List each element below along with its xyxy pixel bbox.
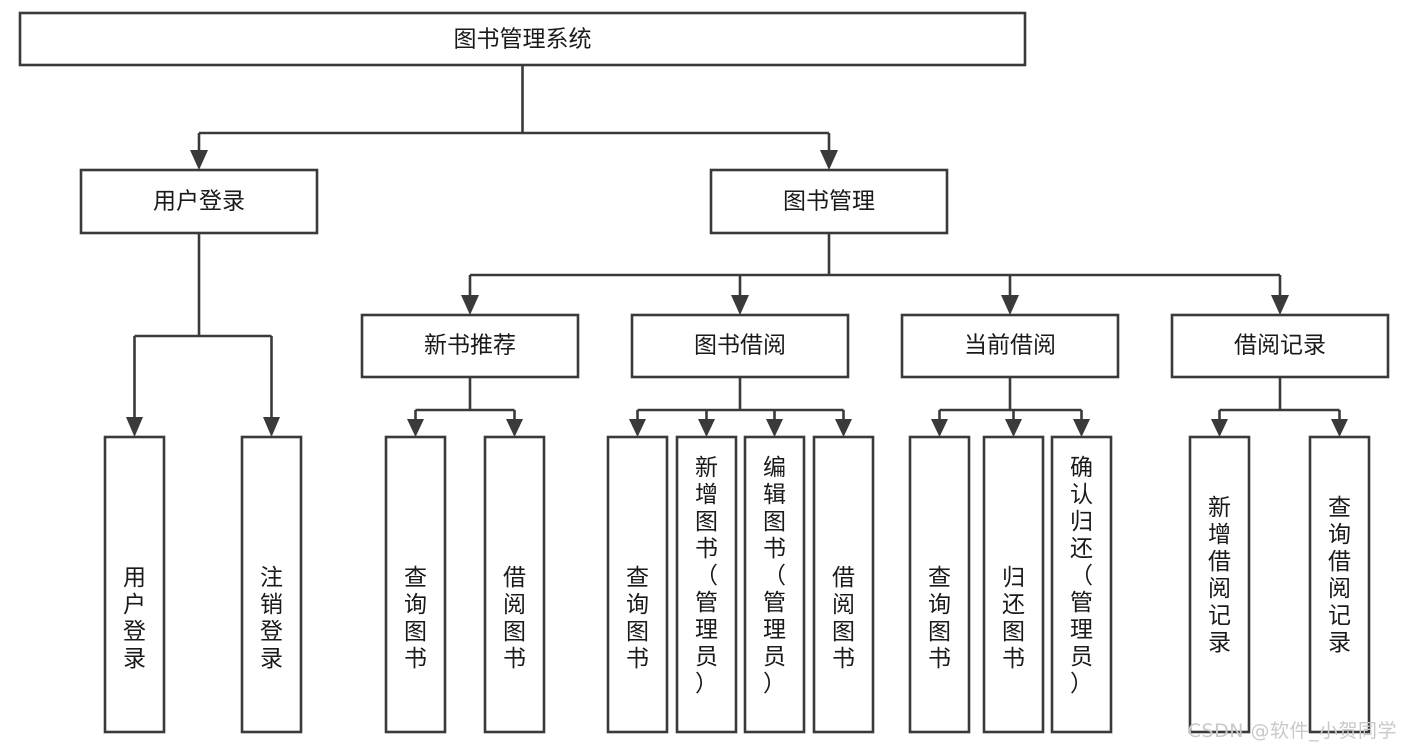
node-leaf-add-book-admin-label: 新增图书（管理员） (695, 455, 718, 697)
node-leaf-add-book-admin-box[interactable] (675, 435, 738, 734)
connector-group-current-borrow (931, 377, 1090, 437)
arrow-head-user-login (190, 150, 208, 170)
connector-group-book-mgmt (461, 233, 1289, 315)
node-leaf-query-book-2-box[interactable] (606, 435, 669, 734)
node-leaf-query-borrow-record-box[interactable] (1308, 435, 1371, 734)
node-leaf-return-book-box[interactable] (982, 435, 1045, 734)
node-user-login-label: 用户登录 (153, 189, 245, 215)
node-leaf-borrow-book-2[interactable]: 借阅图书 (812, 435, 875, 734)
arrow-head-book-mgmt (820, 150, 838, 170)
node-leaf-query-borrow-record[interactable]: 查询借阅记录 (1308, 435, 1371, 734)
csdn-watermark: CSDN @软件_小贺同学 (1187, 720, 1397, 742)
node-leaf-user-login-box[interactable] (103, 435, 166, 734)
node-borrow-record[interactable]: 借阅记录 (1170, 313, 1390, 379)
node-book-management-box[interactable] (709, 168, 949, 235)
node-leaf-borrow-book-1[interactable]: 借阅图书 (483, 435, 546, 734)
arrow-head-new-book-rec (461, 295, 479, 315)
node-leaf-logout[interactable]: 注销登录 (240, 435, 303, 734)
node-leaf-query-book-1-label: 查询图书 (404, 565, 427, 672)
node-leaf-logout-label: 注销登录 (260, 565, 283, 672)
node-leaf-user-login[interactable]: 用户登录 (103, 435, 166, 734)
connector-group-root (190, 65, 838, 170)
node-leaf-edit-book-admin-label: 编辑图书（管理员） (763, 455, 786, 697)
node-leaf-borrow-book-1-label: 借阅图书 (503, 565, 526, 672)
arrow-head-cb-leaf1 (931, 419, 948, 437)
node-root-label: 图书管理系统 (454, 27, 592, 53)
node-book-management[interactable]: 图书管理 (709, 168, 949, 235)
arrow-head-nbr-leaf1 (407, 419, 424, 437)
arrow-head-nbr-leaf2 (506, 419, 523, 437)
node-leaf-query-book-3-label: 查询图书 (928, 565, 951, 672)
node-current-borrow-label: 当前借阅 (964, 333, 1056, 359)
node-current-borrow[interactable]: 当前借阅 (900, 313, 1120, 379)
node-new-book-recommend-box[interactable] (360, 313, 580, 379)
node-leaf-confirm-return-admin-box[interactable] (1050, 435, 1113, 734)
arrow-head-bb-leaf4 (835, 419, 852, 437)
node-leaf-return-book-label: 归还图书 (1002, 565, 1025, 672)
arrow-head-borrow-record (1271, 295, 1289, 315)
node-borrow-record-box[interactable] (1170, 313, 1390, 379)
arrow-head-cb-leaf2 (1005, 419, 1022, 437)
node-leaf-return-book[interactable]: 归还图书 (982, 435, 1045, 734)
connector-group-user-login (126, 233, 280, 437)
arrow-head-leaf-user-login (126, 417, 143, 437)
node-leaf-edit-book-admin-box[interactable] (743, 435, 806, 734)
leaf-nodes: 用户登录 注销登录 查询图书 借阅图书 查询图书 新增图书（管理员） 编辑图书（… (103, 435, 1371, 734)
node-leaf-query-book-3[interactable]: 查询图书 (908, 435, 971, 734)
node-borrow-record-label: 借阅记录 (1234, 333, 1326, 359)
node-leaf-logout-box[interactable] (240, 435, 303, 734)
arrow-head-br-leaf1 (1211, 419, 1228, 437)
node-new-book-recommend-label: 新书推荐 (424, 333, 516, 359)
arrow-head-book-borrow (731, 295, 749, 315)
node-current-borrow-box[interactable] (900, 313, 1120, 379)
node-leaf-query-book-2-label: 查询图书 (626, 565, 649, 672)
arrow-head-bb-leaf3 (766, 419, 783, 437)
node-leaf-confirm-return-admin-label: 确认归还（管理员） (1070, 455, 1093, 697)
arrow-head-bb-leaf1 (629, 419, 646, 437)
node-user-login[interactable]: 用户登录 (79, 168, 319, 235)
node-book-borrow[interactable]: 图书借阅 (630, 313, 850, 379)
arrow-head-bb-leaf2 (698, 419, 715, 437)
node-new-book-recommend[interactable]: 新书推荐 (360, 313, 580, 379)
connector-group-new-book-rec (407, 377, 523, 437)
arrow-head-current-borrow (1001, 295, 1019, 315)
node-leaf-edit-book-admin[interactable]: 编辑图书（管理员） (743, 435, 806, 734)
node-root[interactable]: 图书管理系统 (18, 11, 1027, 67)
node-leaf-add-borrow-record[interactable]: 新增借阅记录 (1188, 435, 1251, 734)
node-leaf-query-book-2[interactable]: 查询图书 (606, 435, 669, 734)
node-book-borrow-box[interactable] (630, 313, 850, 379)
arrow-head-br-leaf2 (1331, 419, 1348, 437)
node-leaf-add-borrow-record-box[interactable] (1188, 435, 1251, 734)
arrow-head-cb-leaf3 (1073, 419, 1090, 437)
node-book-management-label: 图书管理 (783, 189, 875, 215)
node-leaf-query-borrow-record-label: 查询借阅记录 (1328, 495, 1351, 656)
node-leaf-borrow-book-1-box[interactable] (483, 435, 546, 734)
node-root-box[interactable] (18, 11, 1027, 67)
node-leaf-borrow-book-2-label: 借阅图书 (832, 565, 855, 672)
node-user-login-box[interactable] (79, 168, 319, 235)
node-leaf-query-book-1[interactable]: 查询图书 (384, 435, 447, 734)
arrow-head-leaf-logout (263, 417, 280, 437)
node-leaf-add-book-admin[interactable]: 新增图书（管理员） (675, 435, 738, 734)
node-book-borrow-label: 图书借阅 (694, 333, 786, 359)
node-leaf-borrow-book-2-box[interactable] (812, 435, 875, 734)
node-leaf-add-borrow-record-label: 新增借阅记录 (1208, 495, 1231, 656)
node-leaf-query-book-3-box[interactable] (908, 435, 971, 734)
connector-group-borrow-record (1211, 377, 1348, 437)
connector-group-book-borrow (629, 377, 852, 437)
node-leaf-confirm-return-admin[interactable]: 确认归还（管理员） (1050, 435, 1113, 734)
node-leaf-query-book-1-box[interactable] (384, 435, 447, 734)
node-leaf-user-login-label: 用户登录 (123, 565, 146, 672)
